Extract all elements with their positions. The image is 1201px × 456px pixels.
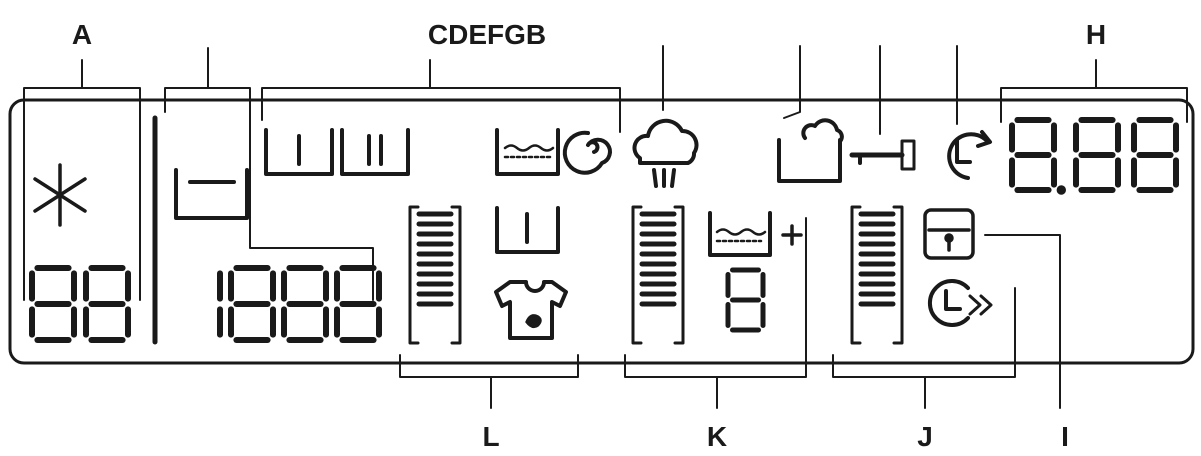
snowflake-icon	[33, 163, 87, 227]
clock-icon	[947, 130, 992, 180]
tub-single-bar-icon	[264, 128, 334, 176]
progress-bar-l	[408, 205, 462, 345]
rinse-digit-0	[725, 267, 766, 333]
spin-digit-3	[334, 265, 382, 343]
rinse-tub-icon	[495, 206, 560, 254]
water-level-icon	[495, 128, 560, 176]
tub-icon	[174, 168, 249, 220]
padlock-icon	[923, 208, 975, 260]
time-digit-3	[1131, 117, 1179, 193]
callout-j: J	[917, 421, 933, 451]
progress-bar-j	[850, 205, 904, 345]
temperature-digit-0	[29, 265, 77, 343]
top-brackets	[23, 45, 1188, 301]
callout-cdefgb: CDEFGB	[428, 19, 546, 50]
bottom-brackets	[399, 217, 1061, 409]
time-digit-0	[1009, 117, 1057, 193]
tub-double-bar-icon	[340, 128, 410, 176]
callout-a: A	[72, 19, 92, 50]
display-frame	[8, 98, 1195, 365]
progress-bar-k	[631, 205, 685, 345]
spin-digit-1	[228, 265, 276, 343]
time-decimal-point	[1056, 185, 1067, 195]
water-level-plus-icon	[708, 211, 803, 257]
callout-i: I	[1061, 421, 1069, 451]
steam-cloud-icon	[632, 118, 699, 188]
spin-digit-2	[281, 265, 329, 343]
clock-forward-icon	[927, 279, 993, 327]
key-icon	[849, 139, 916, 171]
callout-h: H	[1086, 19, 1106, 50]
steam-tub-icon	[777, 118, 844, 183]
time-digit-2	[1073, 117, 1121, 193]
callout-l: L	[482, 421, 499, 451]
callout-k: K	[707, 421, 727, 451]
temperature-digit-1	[83, 265, 131, 343]
seven-segment-digits	[29, 117, 1179, 343]
shirt-stain-icon	[494, 280, 568, 340]
spiral-icon	[562, 130, 612, 175]
